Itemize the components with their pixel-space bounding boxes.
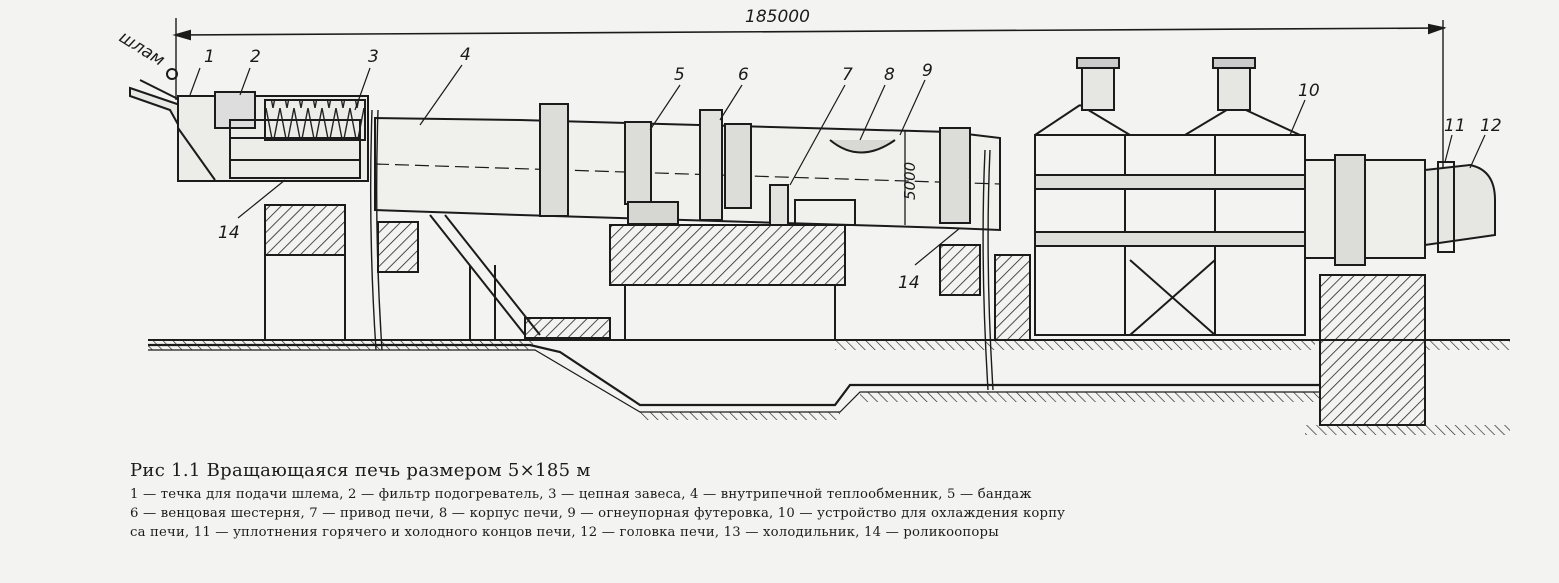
legend-line-3: са печи, 11 — уплотнения горячего и холо… — [130, 525, 999, 540]
break-lines — [369, 109, 994, 391]
cooling-frame — [1034, 57, 1306, 336]
callout-14-left: 14 — [218, 223, 240, 243]
callout-1: 1 — [204, 47, 215, 67]
legend-line-2: 6 — венцовая шестерня, 7 — привод печи, … — [130, 506, 1066, 521]
rotary-kiln-drawing: 185000 шлам 5000 1 2 3 4 5 6 7 8 9 10 11… — [115, 7, 1510, 435]
diameter-label: 5000 — [901, 162, 919, 200]
caption-title: Рис 1.1 Вращающаяся печь размером 5×185 … — [130, 460, 591, 481]
callout-4: 4 — [460, 45, 471, 65]
callout-9: 9 — [922, 61, 933, 81]
callout-leaders — [189, 64, 1486, 266]
legend-line-1: 1 — течка для подачи шлема, 2 — фильтр п… — [130, 487, 1032, 502]
figure-caption: Рис 1.1 Вращающаяся печь размером 5×185 … — [130, 460, 1540, 542]
callout-7: 7 — [842, 65, 853, 85]
callout-6: 6 — [738, 65, 749, 85]
foundations — [264, 204, 1426, 426]
callout-3: 3 — [368, 47, 379, 67]
ground-level — [148, 339, 1510, 435]
callout-8: 8 — [884, 65, 895, 85]
kiln-shell — [374, 103, 1001, 232]
callout-12: 12 — [1480, 116, 1502, 136]
kiln-drive — [627, 109, 856, 226]
overall-length-label: 185000 — [745, 7, 810, 27]
callout-14-right: 14 — [898, 273, 920, 293]
preheater-section — [177, 91, 369, 182]
callout-2: 2 — [250, 47, 261, 67]
feed-label: шлам — [115, 27, 168, 70]
callout-11: 11 — [1444, 116, 1466, 136]
callout-10: 10 — [1298, 81, 1320, 101]
overall-dimension — [172, 18, 1447, 200]
kiln-head — [1304, 154, 1496, 266]
access-stair — [429, 214, 611, 340]
callout-5: 5 — [674, 65, 685, 85]
